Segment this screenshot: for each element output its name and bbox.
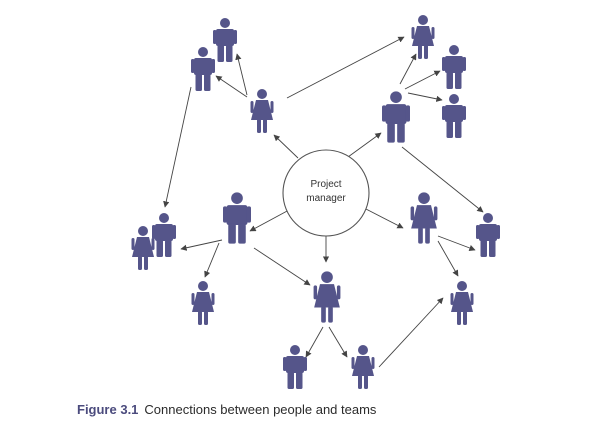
edge-right-woman-to-right-woman <box>437 240 459 277</box>
edge-top-left-woman-to-man-a <box>235 53 248 96</box>
person-man-icon <box>442 94 466 138</box>
edge-top-right-man-to-woman <box>399 53 417 85</box>
project-manager-label-line1: Project <box>310 179 341 190</box>
person-man-icon <box>152 213 176 257</box>
person-woman-icon <box>351 345 375 389</box>
person-woman-icon <box>450 281 474 325</box>
edge-top-left-group-to-left-group <box>163 86 192 208</box>
figure-caption-text: Connections between people and teams <box>144 402 377 417</box>
project-manager-node: Project manager <box>282 149 370 237</box>
edge-bottom-woman-to-lower-right-woman <box>378 297 444 368</box>
edge-top-right-man-to-right-man <box>401 146 484 213</box>
edge-right-woman-to-right-man <box>437 235 476 251</box>
edge-pm-to-left-man <box>249 209 290 232</box>
person-woman-icon <box>131 226 155 270</box>
person-man-icon <box>191 47 215 91</box>
edge-bottom-woman-to-bottom-woman <box>328 326 348 358</box>
figure-number: Figure 3.1 <box>77 402 139 417</box>
person-man-icon <box>283 345 307 389</box>
edge-top-right-man-to-man-a <box>404 70 441 90</box>
edge-pm-to-right-woman <box>363 207 404 229</box>
edge-top-left-woman-to-man-b <box>215 75 248 98</box>
person-woman-icon <box>411 15 435 59</box>
person-woman-icon <box>191 281 215 325</box>
person-man-icon <box>223 192 251 244</box>
project-manager-label-line2: manager <box>306 193 346 204</box>
edge-left-man-to-bottom-woman <box>253 247 311 286</box>
edge-left-man-to-lower-left-woman <box>204 242 220 278</box>
edge-bottom-woman-to-bottom-man <box>305 326 324 358</box>
person-man-icon <box>476 213 500 257</box>
person-woman-icon <box>410 192 438 244</box>
person-man-icon <box>442 45 466 89</box>
edge-left-man-to-left-pair <box>180 239 223 251</box>
edge-pm-to-top-right-man <box>347 132 382 158</box>
edge-top-left-woman-to-top-right-woman <box>286 36 405 99</box>
edge-pm-to-top-left-woman <box>273 134 299 159</box>
edge-top-right-man-to-man-b <box>407 92 443 102</box>
person-man-icon <box>213 18 237 62</box>
person-woman-icon <box>250 89 274 133</box>
person-man-icon <box>382 91 410 143</box>
person-woman-icon <box>313 271 341 323</box>
figure-caption: Figure 3.1 Connections between people and… <box>77 402 376 417</box>
